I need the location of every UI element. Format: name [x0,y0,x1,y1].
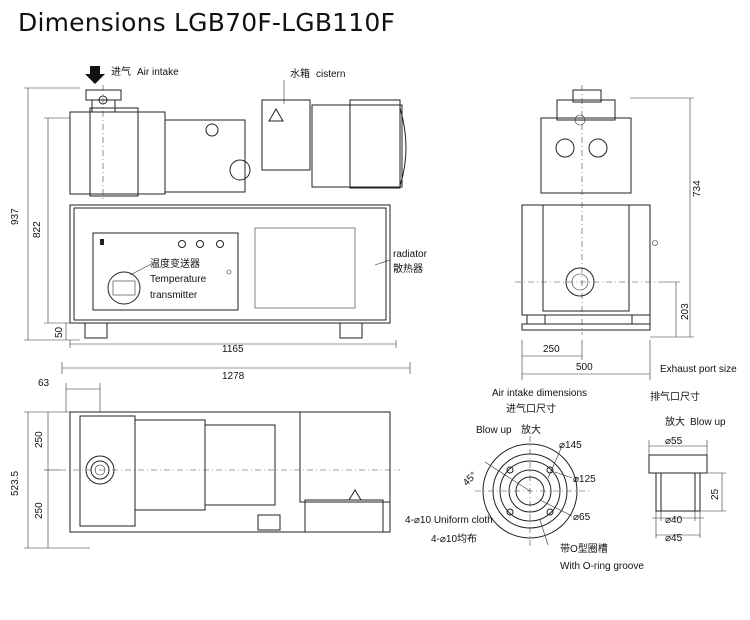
dim-250-bottom: 250 [34,502,45,519]
dim-phi55: ⌀55 [665,436,683,447]
dim-822: 822 [32,221,43,238]
page-title: Dimensions LGB70F-LGB110F [18,8,396,37]
dim-phi45: ⌀45 [665,533,683,544]
cistern-en-label: cistern [316,69,345,80]
dim-734: 734 [692,180,703,197]
top-view [60,411,400,533]
air-intake-detail [475,436,590,546]
exhaust-blowup-cn-label: 放大 [665,415,685,428]
down-arrow-icon [85,66,105,84]
intake-blowup-en-label: Blow up [476,425,512,436]
dim-phi65: ⌀65 [573,512,591,523]
dim-phi145: ⌀145 [559,440,582,451]
exhaust-size-en-label: Exhaust port size [660,364,737,375]
temp-cn-label: 温度变送器 [150,257,200,270]
front-view [69,66,407,339]
leaders [129,80,391,276]
air-intake-en-label: Air intake [137,67,179,78]
side-view [515,85,660,335]
dim-500: 500 [576,362,593,373]
cistern-cn-label: 水箱 [290,67,310,80]
intake-dims-en-label: Air intake dimensions [492,388,587,399]
dim-25: 25 [710,488,721,500]
radiator-grille [254,227,356,309]
dim-250-top: 250 [34,431,45,448]
dim-63: 63 [38,378,50,389]
side-dimensions [521,97,694,380]
exhaust-blowup-en-label: Blow up [690,417,726,428]
temp-en-label-1: Temperature [150,274,207,285]
exhaust-port-detail [648,440,726,538]
top-dimensions [24,383,101,549]
dim-250-side: 250 [543,344,560,355]
dim-1165: 1165 [222,344,244,355]
uniform-en-label: 4-⌀10 Uniform cloth [405,515,493,526]
dim-phi125: ⌀125 [573,474,596,485]
temp-en-label-2: transmitter [150,290,198,301]
dim-523-5: 523.5 [10,471,21,496]
dim-angle45: 45° [461,470,479,488]
dim-203: 203 [680,303,691,320]
intake-dims-cn-label: 进气口尺寸 [506,402,556,415]
intake-blowup-cn-label: 放大 [521,423,541,436]
dim-phi40: ⌀40 [665,515,683,526]
uniform-cn-label: 4-⌀10均布 [431,533,477,545]
exhaust-size-cn-label: 排气口尺寸 [650,390,700,403]
oring-cn-label: 带O型圈槽 [560,542,608,555]
air-intake-cn-label: 进气 [111,65,131,78]
radiator-cn-label: 散热器 [393,262,423,275]
oring-en-label: With O-ring groove [560,561,644,572]
dim-1278: 1278 [222,371,245,382]
front-dimensions [24,87,411,374]
dim-937: 937 [10,208,21,225]
warning-triangle-icon [268,108,284,122]
dim-50: 50 [54,326,65,338]
radiator-en-label: radiator [393,249,428,260]
